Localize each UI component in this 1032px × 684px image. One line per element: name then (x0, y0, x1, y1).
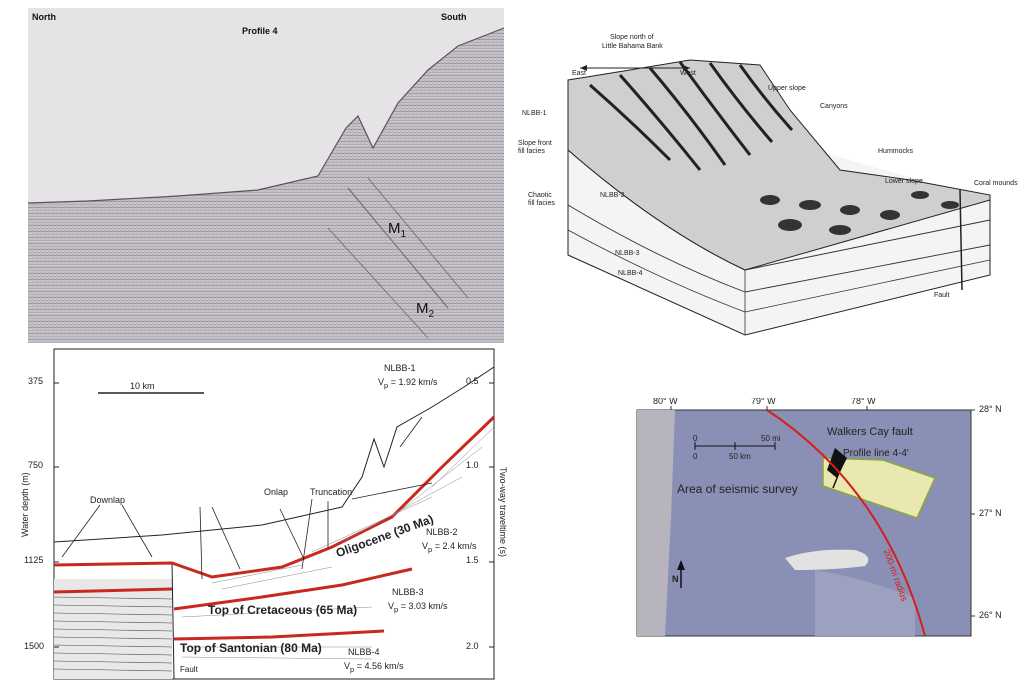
section-fault-label: Fault (180, 665, 198, 674)
downlap-label: Downlap (90, 495, 125, 505)
scale-zero-2: 0 (693, 452, 697, 461)
scale-zero-1: 0 (693, 434, 697, 443)
nlbb4-label: NLBB-4 (618, 270, 643, 278)
slope-front-label-1: Slope front (518, 140, 552, 148)
lon-79w: 79° W (751, 398, 776, 406)
twt-tick-1-5: 1.5 (466, 555, 479, 565)
depth-tick-1125: 1125 (24, 555, 43, 565)
marker-m1-main: M (388, 220, 401, 237)
location-map: 80° W 79° W 78° W 28° N 27° N 26° N 0 50… (635, 398, 1032, 638)
nlbb1-label: NLBB-1 (522, 110, 547, 118)
block-caption-2: Little Bahama Bank (602, 43, 663, 51)
seismic-profile-graphic (28, 8, 504, 343)
north-arrow-label: N (672, 574, 679, 584)
block-caption-1: Slope north of (610, 34, 654, 42)
depth-tick-375: 375 (28, 376, 43, 386)
top-cretaceous-label: Top of Cretaceous (65 Ma) (208, 603, 357, 617)
walkers-cay-label: Walkers Cay fault (827, 426, 913, 438)
scale-km: 50 km (729, 452, 751, 461)
slope-front-label-2: fill facies (518, 148, 545, 156)
nlbb3-label: NLBB-3 (615, 250, 640, 258)
section-nlbb1-label: NLBB-1 (384, 363, 416, 373)
section-graphic (12, 347, 512, 680)
lat-27n: 27° N (979, 508, 1002, 518)
scale-bar-label: 10 km (130, 381, 155, 391)
west-label: West (680, 70, 696, 78)
interpreted-section: 10 km Water depth (m) Two-way traveltime… (12, 347, 512, 680)
scale-mi: 50 mi (761, 434, 781, 443)
lat-26n: 26° N (979, 610, 1002, 620)
twt-tick-2-0: 2.0 (466, 641, 479, 651)
marker-m2-main: M (416, 300, 429, 317)
upper-slope-label: Upper slope (768, 85, 806, 93)
lower-slope-label: Lower slope (885, 178, 923, 186)
depth-tick-750: 750 (28, 460, 43, 470)
lon-78w: 78° W (851, 398, 876, 406)
top-santonian-label: Top of Santonian (80 Ma) (180, 641, 322, 655)
coral-mounds-label: Coral mounds (974, 180, 1018, 188)
truncation-label: Truncation (310, 487, 352, 497)
hummocks-label: Hummocks (878, 148, 913, 156)
profile-title: Profile 4 (242, 26, 278, 36)
onlap-label: Onlap (264, 487, 288, 497)
section-nlbb2-label: NLBB-2 (426, 527, 458, 537)
block-diagram-graphic (510, 30, 1020, 360)
section-nlbb3-label: NLBB-3 (392, 587, 424, 597)
nlbb2-vp-value: = 2.4 km/s (432, 541, 476, 551)
section-nlbb1-vp: Vp = 1.92 km/s (378, 377, 437, 390)
chaotic-label-2: fill facies (528, 200, 555, 208)
marker-m2-sub: 2 (429, 309, 435, 320)
twt-axis-title: Two-way traveltime (s) (498, 467, 508, 557)
twt-tick-1-0: 1.0 (466, 460, 479, 470)
twt-tick-0-5: 0.5 (466, 376, 479, 386)
south-label: South (441, 12, 467, 22)
water-depth-axis-title: Water depth (m) (20, 472, 30, 537)
marker-m2: M2 (416, 300, 434, 320)
lon-80w: 80° W (653, 398, 678, 406)
fault-label: Fault (934, 292, 950, 300)
nlbb2-label: NLBB-2 (600, 192, 625, 200)
section-nlbb3-vp: Vp = 3.03 km/s (388, 601, 447, 614)
east-label: East (572, 70, 586, 78)
nlbb1-vp-value: = 1.92 km/s (388, 377, 437, 387)
seismic-profile-image: North Profile 4 South M1 M2 (28, 8, 504, 343)
section-nlbb4-vp: Vp = 4.56 km/s (344, 661, 403, 674)
nlbb4-vp-value: = 4.56 km/s (354, 661, 403, 671)
marker-m1-sub: 1 (401, 229, 407, 240)
block-diagram: Slope north of Little Bahama Bank East W… (510, 30, 1020, 360)
profile-line-label: Profile line 4-4' (843, 448, 909, 459)
section-nlbb2-vp: Vp = 2.4 km/s (422, 541, 476, 554)
nlbb3-vp-value: = 3.03 km/s (398, 601, 447, 611)
lat-28n: 28° N (979, 404, 1002, 414)
canyons-label: Canyons (820, 103, 848, 111)
survey-area-label: Area of seismic survey (677, 482, 798, 496)
section-nlbb4-label: NLBB-4 (348, 647, 380, 657)
depth-tick-1500: 1500 (24, 641, 44, 651)
north-label: North (32, 12, 56, 22)
marker-m1: M1 (388, 220, 406, 240)
chaotic-label-1: Chaotic (528, 192, 552, 200)
